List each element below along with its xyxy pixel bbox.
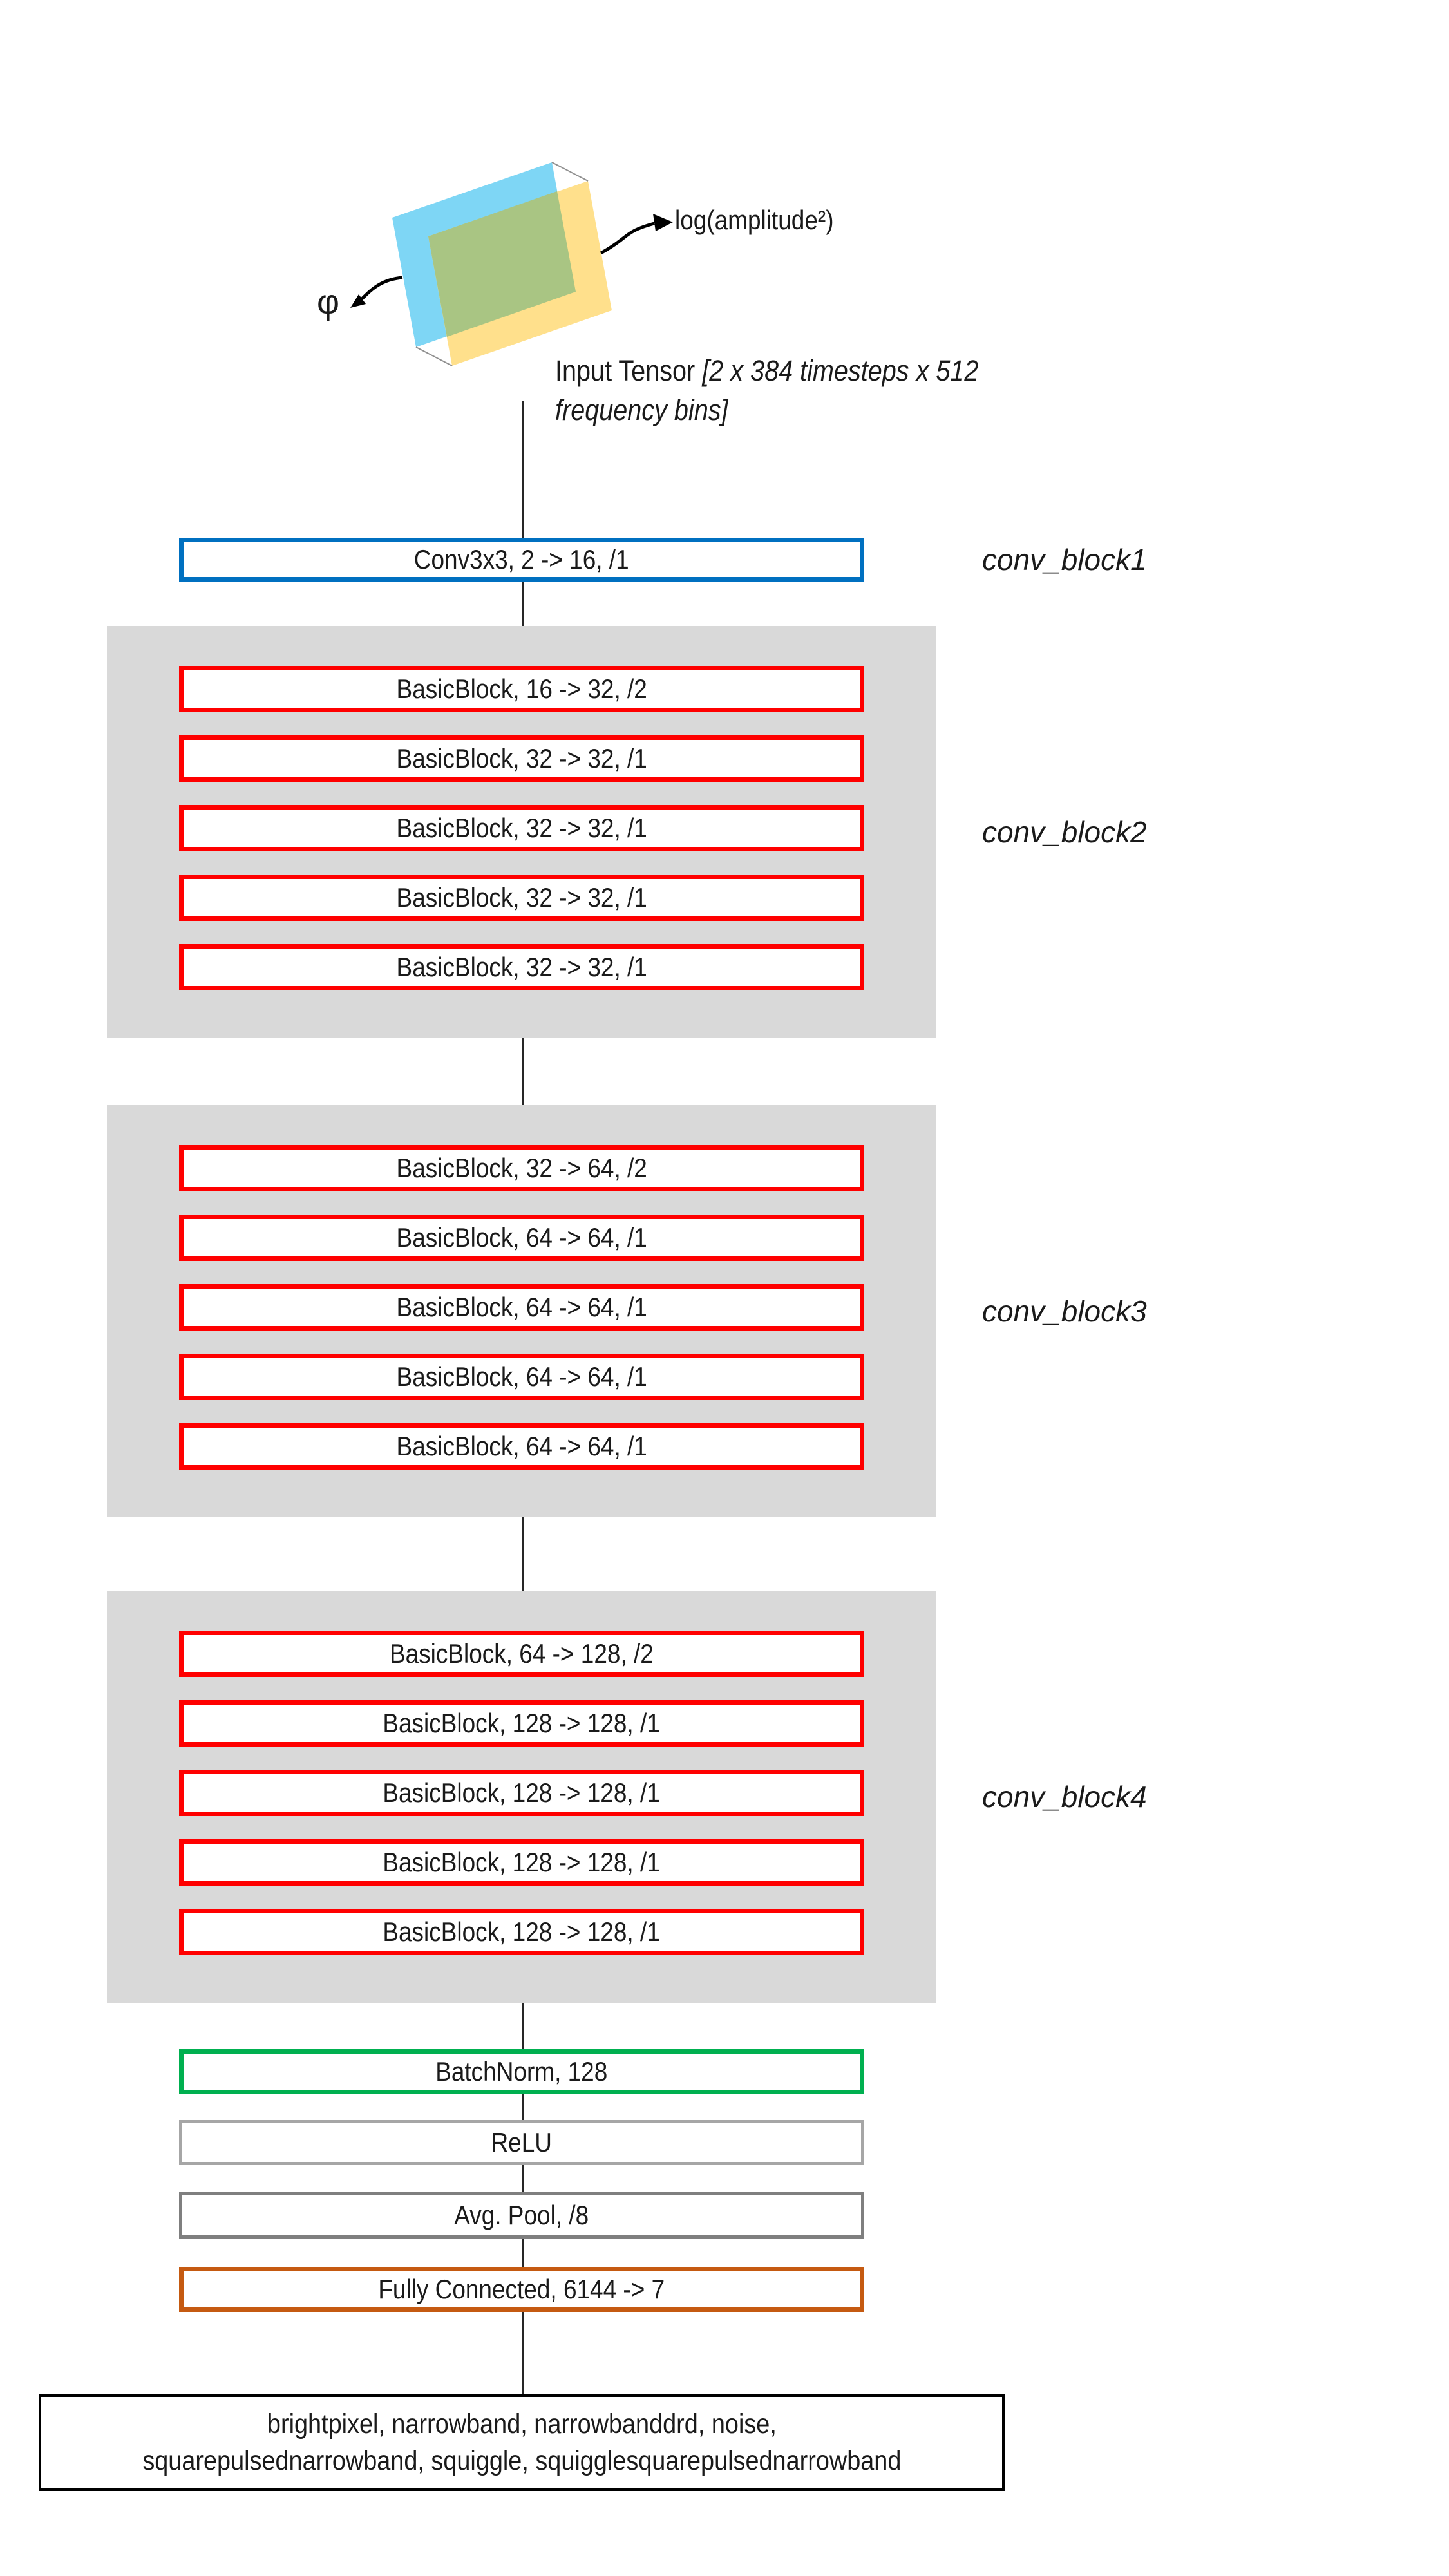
input-tensor-caption: Input Tensor [2 x 384 timesteps x 512 fr… [555,351,1070,430]
basicblock-node: BasicBlock, 32 -> 32, /1 [179,875,864,921]
connector-2 [522,582,524,626]
tensor-depth-edge-bottom [415,346,453,366]
basicblock-node: BasicBlock, 128 -> 128, /1 [179,1909,864,1955]
conv-block3-label: conv_block3 [982,1294,1147,1328]
basicblock-node: BasicBlock, 128 -> 128, /1 [179,1839,864,1886]
basicblock-node: BasicBlock, 128 -> 128, /1 [179,1700,864,1747]
phi-axis-label: φ [317,283,340,321]
tensor-overlap-face [428,191,576,337]
basicblock-node: BasicBlock, 64 -> 64, /1 [179,1423,864,1470]
avgpool-node: Avg. Pool, /8 [179,2192,864,2239]
tensor-depth-edge-top [551,162,589,182]
connector-1 [522,401,524,538]
caption-prefix: Input Tensor [555,354,703,387]
connector-7 [522,2165,524,2192]
conv1-node: Conv3x3, 2 -> 16, /1 [179,538,864,582]
connector-3 [522,1038,524,1105]
basicblock-node: BasicBlock, 128 -> 128, /1 [179,1770,864,1816]
output-line2: squarepulsednarrowband, squiggle, squigg… [142,2445,902,2476]
phi-arrowhead-icon [350,294,366,308]
basicblock-node: BasicBlock, 32 -> 64, /2 [179,1145,864,1191]
basicblock-node: BasicBlock, 64 -> 64, /1 [179,1215,864,1261]
basicblock-node: BasicBlock, 32 -> 32, /1 [179,735,864,782]
amplitude-arrow [600,222,655,255]
basicblock-node: BasicBlock, 16 -> 32, /2 [179,666,864,712]
relu-node: ReLU [179,2120,864,2165]
basicblock-node: BasicBlock, 32 -> 32, /1 [179,805,864,851]
conv-block1-label: conv_block1 [982,543,1147,576]
connector-5 [522,2003,524,2049]
connector-9 [522,2312,524,2394]
amplitude-axis-label: log(amplitude²) [675,205,834,235]
output-classes-node: brightpixel, narrowband, narrowbanddrd, … [39,2394,1005,2491]
batchnorm-node: BatchNorm, 128 [179,2049,864,2094]
basicblock-node: BasicBlock, 64 -> 64, /1 [179,1284,864,1331]
basicblock-node: BasicBlock, 64 -> 64, /1 [179,1354,864,1400]
connector-8 [522,2239,524,2267]
basicblock-node: BasicBlock, 32 -> 32, /1 [179,944,864,990]
output-line1: brightpixel, narrowband, narrowbanddrd, … [267,2409,777,2439]
caption-shape: [2 x 384 timesteps x 512 frequency bins] [555,354,979,426]
amplitude-arrowhead-icon [653,214,673,231]
basicblock-node: BasicBlock, 64 -> 128, /2 [179,1631,864,1677]
conv1-label: Conv3x3, 2 -> 16, /1 [414,544,629,574]
phi-arrow [361,276,403,300]
input-tensor-graphic [350,162,673,366]
conv-block4-label: conv_block4 [982,1780,1147,1814]
fully-connected-node: Fully Connected, 6144 -> 7 [179,2267,864,2312]
connector-6 [522,2094,524,2120]
conv-block2-label: conv_block2 [982,815,1147,849]
connector-4 [522,1517,524,1591]
